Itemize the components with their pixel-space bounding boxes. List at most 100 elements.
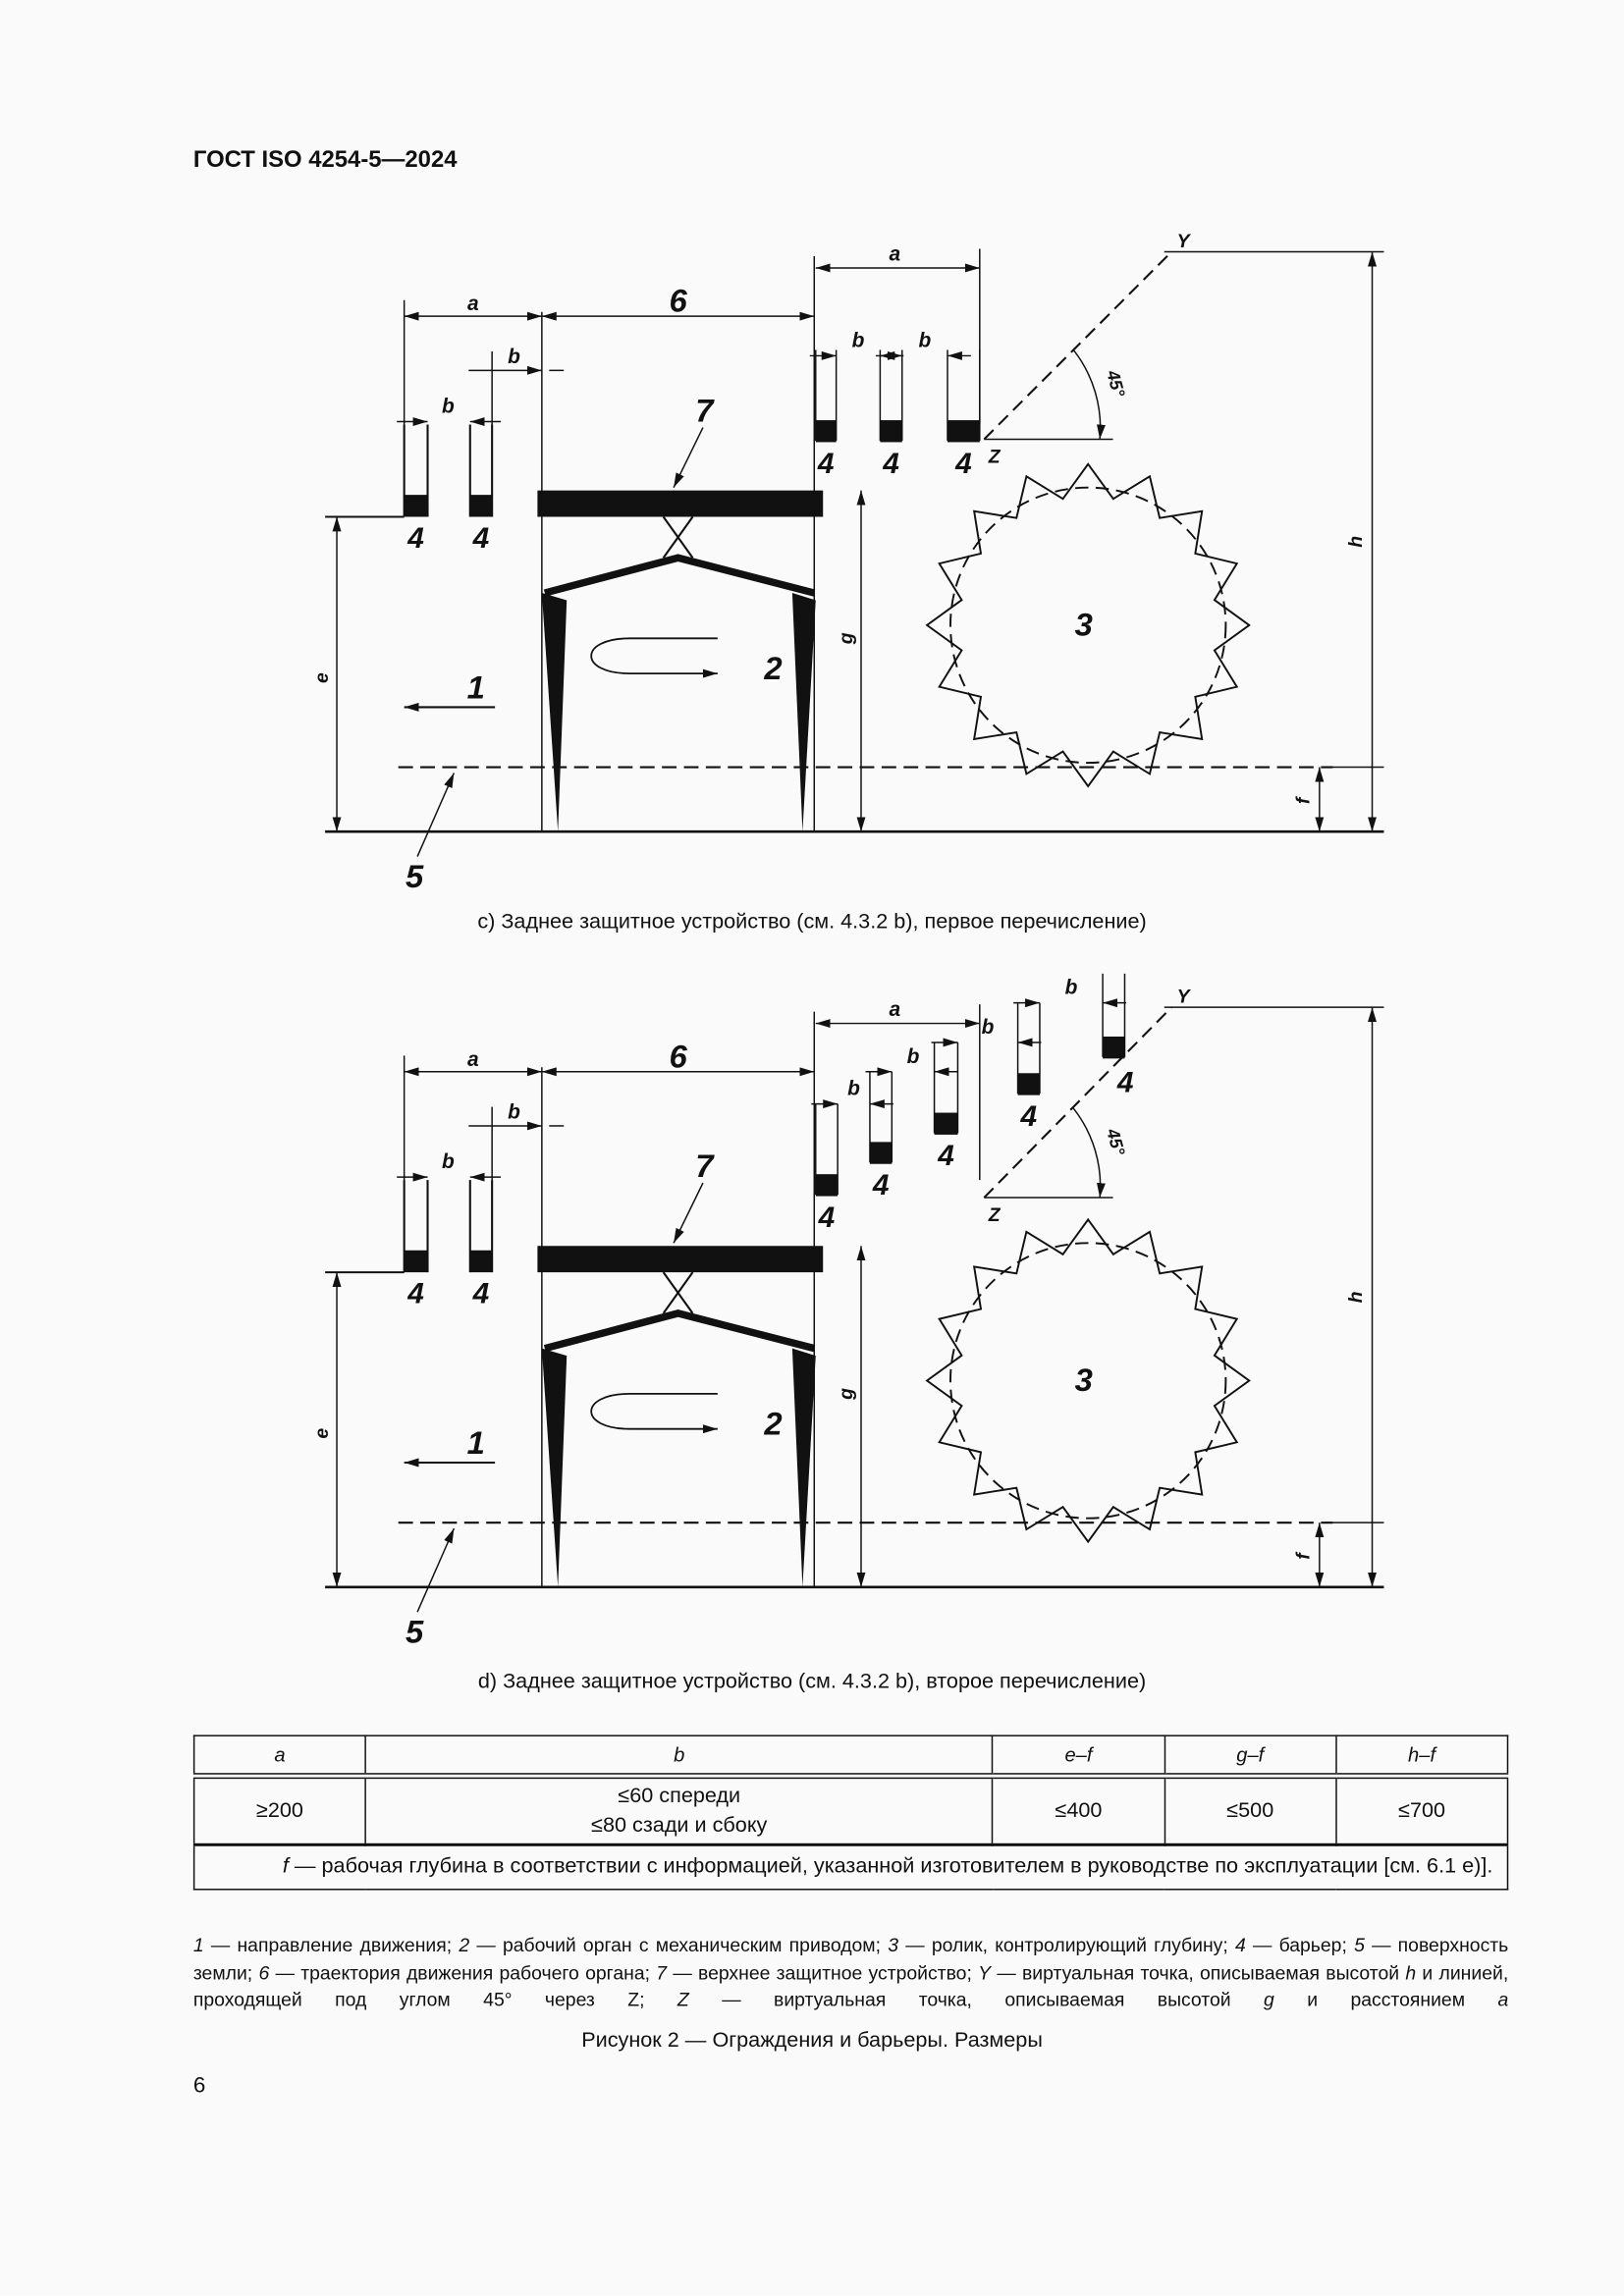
figure-c-caption: c) Заднее защитное устройство (см. 4.3.2… bbox=[477, 910, 1147, 934]
note-symbol: f bbox=[282, 1854, 289, 1879]
legend-key: h bbox=[1405, 1960, 1417, 1984]
cell-h-f: ≤700 bbox=[1334, 1773, 1509, 1846]
label-b: b bbox=[508, 346, 520, 368]
cell-e-f: ≤400 bbox=[992, 1773, 1165, 1846]
rotor-arm bbox=[543, 554, 816, 597]
label-6: 6 bbox=[669, 283, 687, 319]
barrier-label: 4 bbox=[406, 1277, 424, 1309]
table-row: ≥200 ≤60 спереди≤80 сзади и сбоку ≤400 ≤… bbox=[192, 1773, 1509, 1846]
legend-key: Y bbox=[978, 1960, 992, 1984]
table-header-row: a b e–f g–f h–f bbox=[192, 1735, 1509, 1777]
legend-key: 4 bbox=[1234, 1934, 1246, 1956]
legend-key: 7 bbox=[656, 1960, 668, 1984]
barrier-label: 4 bbox=[818, 1201, 836, 1234]
label-1: 1 bbox=[467, 1424, 485, 1461]
barrier-label: 4 bbox=[472, 522, 490, 555]
label-a: a bbox=[467, 1048, 479, 1071]
point-z: Z bbox=[988, 1204, 1001, 1226]
label-b: b bbox=[442, 1150, 455, 1173]
barrier-label: 4 bbox=[472, 1277, 490, 1309]
label-3: 3 bbox=[1075, 1362, 1093, 1398]
label-b: b bbox=[852, 329, 865, 351]
label-b: b bbox=[508, 1101, 520, 1124]
label-b: b bbox=[1065, 977, 1078, 999]
label-2: 2 bbox=[763, 1406, 782, 1442]
barrier-4 bbox=[1017, 1073, 1040, 1095]
leader-7 bbox=[673, 427, 704, 488]
legend-key: Z bbox=[677, 1988, 689, 2010]
barrier-4 bbox=[404, 495, 428, 517]
barrier-label: 4 bbox=[406, 522, 424, 555]
legend-key: g bbox=[1264, 1988, 1274, 2010]
legend-key: 5 bbox=[1354, 1934, 1365, 1956]
note-text: — рабочая глубина в соответствии с инфор… bbox=[288, 1854, 1493, 1879]
legend-key: 2 bbox=[459, 1934, 470, 1956]
barrier-label: 4 bbox=[1116, 1067, 1134, 1099]
label-g: g bbox=[836, 1388, 857, 1401]
label-1: 1 bbox=[467, 668, 485, 705]
legend-text: — поверхность земли; bbox=[192, 1934, 1509, 1984]
leader-7 bbox=[673, 1182, 704, 1244]
label-f: f bbox=[1292, 795, 1314, 804]
figure-title: Рисунок 2 — Ограждения и барьеры. Размер… bbox=[581, 2029, 1043, 2054]
line-45-degree bbox=[983, 250, 1172, 441]
barrier-4 bbox=[1103, 1036, 1125, 1059]
rotation-arrow bbox=[590, 1393, 718, 1434]
barrier-4 bbox=[404, 1250, 428, 1273]
legend-key: a bbox=[1497, 1988, 1509, 2010]
leader-5 bbox=[416, 1527, 456, 1613]
label-e: e bbox=[311, 672, 333, 683]
label-h: h bbox=[1345, 1291, 1367, 1303]
angle-label: 45° bbox=[1103, 1126, 1129, 1158]
label-b: b bbox=[907, 1045, 920, 1068]
label-b: b bbox=[918, 329, 931, 351]
barrier-label: 4 bbox=[872, 1169, 890, 1201]
legend-key: 1 bbox=[192, 1934, 204, 1956]
header-h-f: h–f bbox=[1334, 1735, 1509, 1777]
roller-circle bbox=[949, 1242, 1227, 1520]
link-line bbox=[662, 1271, 694, 1314]
header-a: a bbox=[192, 1735, 367, 1777]
point-y: Y bbox=[1177, 987, 1192, 1008]
figure-d-caption: d) Заднее защитное устройство (см. 4.3.2… bbox=[477, 1670, 1147, 1694]
point-z: Z bbox=[988, 446, 1001, 467]
label-b: b bbox=[847, 1078, 860, 1100]
barrier-label: 4 bbox=[882, 448, 899, 480]
legend-text: — барьер; bbox=[1245, 1934, 1355, 1956]
label-h: h bbox=[1345, 536, 1367, 548]
table-note: f — рабочая глубина в соответствии с инф… bbox=[192, 1842, 1509, 1891]
roller-teeth bbox=[925, 1217, 1251, 1544]
label-5: 5 bbox=[406, 1613, 424, 1649]
label-a: a bbox=[889, 998, 900, 1021]
tine bbox=[791, 593, 816, 832]
barrier-label: 4 bbox=[1019, 1100, 1037, 1133]
cell-b-rear-side: ≤80 сзади и сбоку bbox=[591, 1813, 768, 1838]
angle-arc bbox=[1072, 1107, 1106, 1199]
legend-text: — направление движения; bbox=[203, 1934, 460, 1956]
label-7: 7 bbox=[695, 393, 715, 429]
barrier-4 bbox=[947, 420, 980, 443]
legend-text: — траектория движения рабочего органа; bbox=[269, 1960, 657, 1984]
label-a: a bbox=[889, 242, 900, 265]
roller-teeth bbox=[925, 462, 1251, 788]
barrier-4 bbox=[815, 1174, 839, 1197]
barrier-4 bbox=[880, 420, 902, 443]
label-b: b bbox=[982, 1016, 995, 1039]
legend-text: — ролик, контролирующий глубину; bbox=[898, 1934, 1235, 1956]
legend-text: — виртуальная точка, описываемая высотой bbox=[991, 1960, 1406, 1984]
label-3: 3 bbox=[1075, 606, 1093, 642]
barrier-4 bbox=[869, 1142, 893, 1164]
barrier-label: 4 bbox=[817, 448, 835, 480]
rotor-arm bbox=[543, 1309, 816, 1353]
angle-label: 45° bbox=[1103, 367, 1129, 400]
tine bbox=[791, 1348, 816, 1587]
point-y: Y bbox=[1177, 231, 1192, 252]
tine bbox=[541, 1348, 568, 1587]
document-header: ГОСТ ISO 4254-5—2024 bbox=[192, 147, 458, 173]
label-g: g bbox=[836, 632, 857, 645]
header-e-f: e–f bbox=[992, 1735, 1165, 1777]
legend-text: — рабочий орган с механическим приводом; bbox=[469, 1934, 889, 1956]
label-5: 5 bbox=[406, 858, 424, 894]
header-b: b bbox=[364, 1735, 994, 1777]
